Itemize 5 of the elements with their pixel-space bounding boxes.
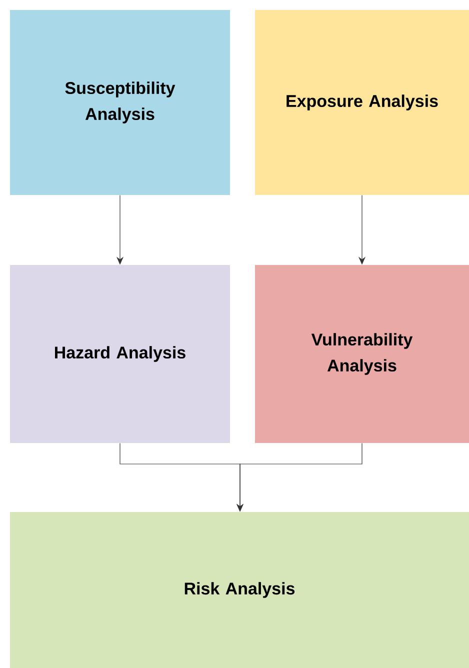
process-box: Risk Analysis	[10, 512, 469, 668]
process-box: Susceptibility Analysis	[10, 10, 230, 195]
process-box: Exposure Analysis	[255, 10, 469, 195]
process-box: Vulnerability Analysis	[255, 265, 469, 443]
process-box: Hazard Analysis	[10, 265, 230, 443]
